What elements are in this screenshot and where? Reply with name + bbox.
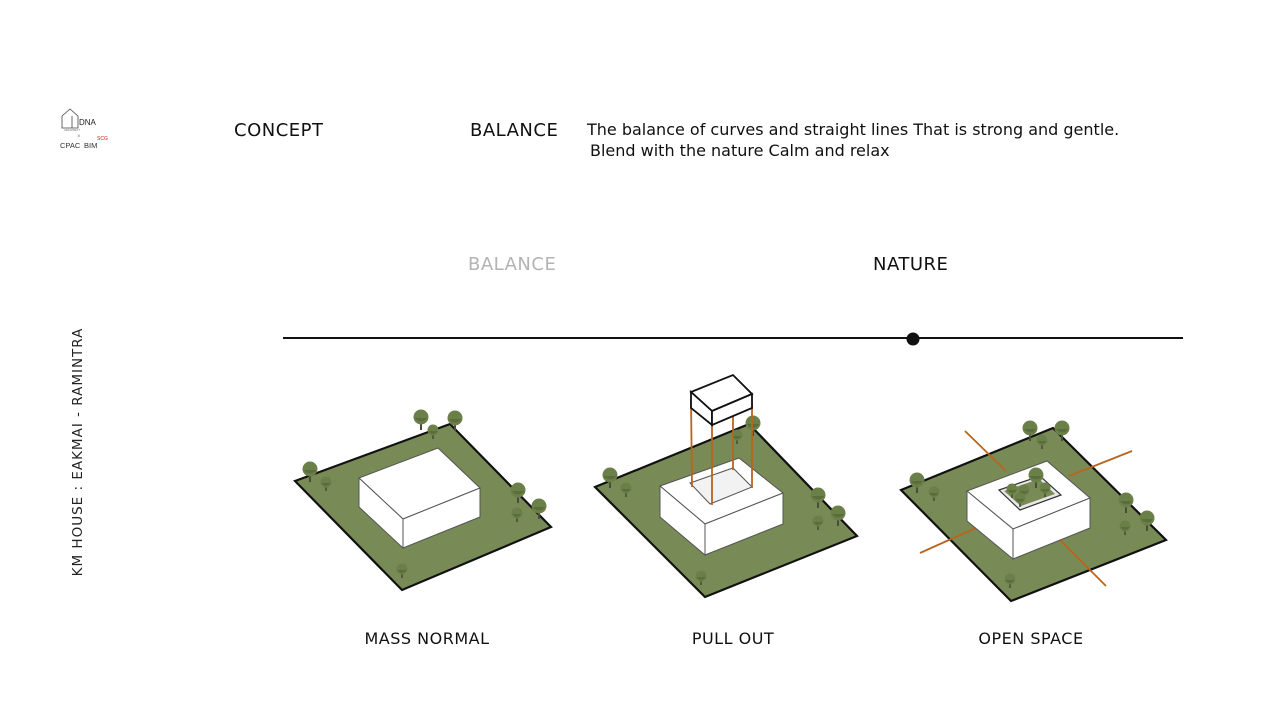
- description-line-2: Blend with the nature Calm and relax: [590, 141, 890, 160]
- caption-mass-normal: MASS NORMAL: [364, 629, 490, 648]
- logo-bim: BIM: [84, 141, 97, 150]
- diagram-open-space: [899, 420, 1168, 603]
- scale-label-balance: BALANCE: [468, 254, 557, 275]
- caption-pull-out: PULL OUT: [691, 629, 775, 648]
- description-line-1: The balance of curves and straight lines…: [587, 120, 1120, 139]
- balance-heading: BALANCE: [470, 120, 559, 141]
- concept-heading: CONCEPT: [234, 120, 324, 141]
- logo-scg: SCG: [97, 136, 108, 142]
- caption-open-space: OPEN SPACE: [978, 629, 1084, 648]
- diagram-mass-normal: [293, 409, 553, 592]
- scale-marker: [906, 332, 920, 346]
- logo-cpac: CPAC: [60, 141, 81, 150]
- tree-icon: [413, 409, 429, 430]
- concept-description: The balance of curves and straight lines…: [587, 119, 1187, 161]
- brand-logo: DNA ARCHITECT × CPAC BIM SCG: [58, 106, 120, 156]
- scale-label-nature: NATURE: [873, 254, 949, 275]
- logo-dna: DNA: [79, 118, 97, 127]
- logo-times: ×: [77, 134, 81, 140]
- logo-architect: ARCHITECT: [64, 128, 80, 132]
- diagram-pull-out: [593, 373, 859, 599]
